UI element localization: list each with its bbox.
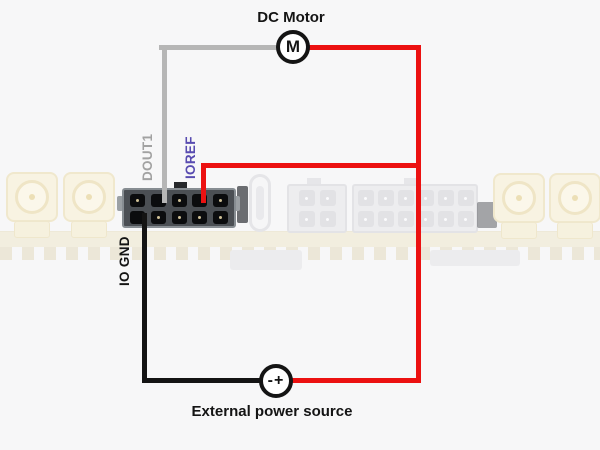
barrel-jack-icon (63, 172, 115, 222)
wire-red-power-horizontal (292, 378, 421, 383)
pcb-dark-component (237, 186, 248, 223)
connector-top-tab (174, 182, 187, 190)
wire-red-right-vertical (416, 45, 421, 383)
pin-hole (213, 194, 228, 207)
wire-red-ioref-vertical (201, 163, 206, 203)
barrel-jack-icon (493, 173, 545, 223)
connector-latch-left (117, 196, 123, 211)
pcb-shadow (230, 250, 302, 270)
pin-hole (150, 211, 166, 224)
barrel-jack-body (557, 222, 593, 239)
pcb-capsule-component (249, 174, 271, 232)
pcb-dark-component (477, 202, 497, 228)
pin-connector (122, 188, 236, 228)
pcb-connector-tab (404, 178, 418, 186)
minus-glyph: - (267, 372, 274, 389)
pcb-connector-2x6 (352, 184, 478, 233)
wire-red-ioref-horizontal (201, 163, 421, 168)
wire-gray-dout1-vertical (162, 45, 167, 203)
barrel-jack-body (71, 221, 107, 238)
barrel-jack-icon (6, 172, 58, 222)
pin-hole (213, 211, 228, 224)
pin-hole (130, 194, 145, 207)
pcb-connector-tab (307, 178, 321, 186)
pin-hole (171, 211, 187, 224)
connector-latch-right (234, 196, 240, 211)
power-source-symbol: - + (259, 364, 293, 398)
dc-motor-label: DC Motor (257, 9, 325, 26)
wire-gray-motor-horizontal (159, 45, 278, 50)
motor-m-glyph: M (285, 37, 301, 56)
pcb-connector-2x2 (287, 184, 347, 233)
external-power-source-label: External power source (191, 403, 353, 420)
connector-row-top (130, 194, 228, 207)
ioref-pin-label: IOREF (183, 136, 198, 179)
pcb-shadow (430, 250, 520, 266)
wire-black-power-horizontal (142, 378, 262, 383)
wire-black-gnd-vertical (142, 213, 147, 383)
connector-row-bottom (130, 211, 228, 224)
wire-red-motor-horizontal (309, 45, 421, 50)
plus-glyph: + (273, 372, 285, 389)
dc-motor-symbol: M (276, 30, 310, 64)
barrel-jack-body (501, 222, 537, 239)
barrel-jack-icon (549, 173, 600, 223)
io-gnd-pin-label: IO GND (117, 236, 132, 286)
pin-hole (171, 194, 187, 207)
pin-hole (192, 211, 208, 224)
dout1-pin-label: DOUT1 (140, 133, 155, 181)
barrel-jack-body (14, 221, 50, 238)
pin-hole-iognd (130, 211, 145, 224)
